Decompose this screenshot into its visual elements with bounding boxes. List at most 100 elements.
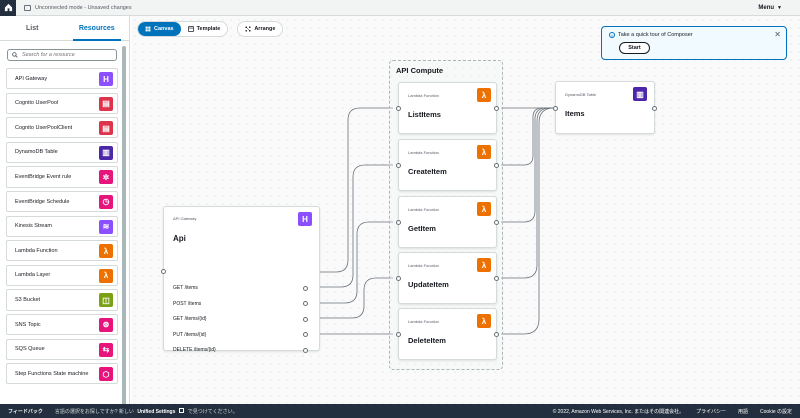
- unified-settings-link[interactable]: Unified Settings: [137, 408, 176, 415]
- lambda-card-listitems[interactable]: Lambda Function ListItems λ: [396, 82, 499, 134]
- output-port[interactable]: [494, 276, 499, 281]
- eventbridge-rule-icon: ✲: [99, 170, 113, 185]
- home-button[interactable]: [0, 0, 16, 16]
- api-gateway-card[interactable]: API Gateway Api H GET /items POST /items…: [161, 206, 320, 353]
- resource-item[interactable]: S3 Bucket◫: [6, 289, 118, 311]
- input-port[interactable]: [396, 276, 401, 281]
- resource-item[interactable]: SQS Queue⇆: [6, 338, 118, 360]
- cognito-userpoolclient-icon: ▤: [99, 121, 113, 136]
- resource-label: SNS Topic: [15, 321, 41, 328]
- route-port[interactable]: [303, 332, 308, 337]
- card-type-label: Lambda Function: [408, 93, 439, 98]
- lambda-icon: λ: [477, 314, 491, 328]
- tab-list[interactable]: List: [26, 24, 39, 32]
- resource-item[interactable]: Step Functions State machine⬡: [6, 363, 118, 385]
- language-note: 言語の選択をお探しですか? 新しい Unified Settings で見つけて…: [54, 407, 238, 415]
- caret-down-icon: ▼: [777, 5, 782, 11]
- resource-item[interactable]: Cognito UserPool▤: [6, 92, 118, 114]
- output-port[interactable]: [652, 106, 657, 111]
- input-port[interactable]: [396, 106, 401, 111]
- route-label: GET /items/{id}: [173, 316, 207, 322]
- input-port[interactable]: [396, 163, 401, 168]
- resource-label: Lambda Function: [15, 247, 58, 254]
- card-name: Api: [173, 234, 186, 243]
- input-port[interactable]: [396, 332, 401, 337]
- route-label: PUT /items/{id}: [173, 332, 207, 338]
- lambda-card-getitem[interactable]: Lambda Function GetItem λ: [396, 196, 499, 248]
- cookie-settings-link[interactable]: Cookie の設定: [760, 408, 792, 415]
- menu-button[interactable]: Menu ▼: [758, 0, 782, 16]
- resource-item[interactable]: Lambda Function λ: [6, 240, 118, 262]
- output-port[interactable]: [494, 106, 499, 111]
- lambda-icon: λ: [477, 202, 491, 216]
- input-port[interactable]: [396, 220, 401, 225]
- route-port[interactable]: [303, 286, 308, 291]
- canvas-view-button[interactable]: Canvas: [138, 22, 181, 36]
- menu-label: Menu: [758, 5, 775, 11]
- resource-label: Cognito UserPoolClient: [15, 124, 73, 131]
- composer-canvas[interactable]: Canvas Template Arrange i Take a quick t…: [131, 16, 800, 404]
- canvas-toolbar: Canvas Template Arrange: [137, 21, 284, 37]
- output-port[interactable]: [494, 163, 499, 168]
- output-port[interactable]: [494, 332, 499, 337]
- lambda-icon: λ: [477, 145, 491, 159]
- dynamodb-table-card[interactable]: DynamoDB Table Items ▥: [553, 81, 657, 134]
- sns-icon: ⊛: [99, 317, 113, 332]
- status-text: Unconnected mode - Unsaved changes: [35, 4, 132, 11]
- resource-item[interactable]: SNS Topic ⊛: [6, 313, 118, 336]
- lambda-icon: λ: [477, 258, 491, 272]
- step-functions-icon: ⬡: [99, 367, 113, 382]
- template-view-button[interactable]: Template: [181, 22, 228, 36]
- panel-tabs: List Resources: [0, 16, 129, 41]
- search-input[interactable]: [21, 52, 116, 58]
- group-title: API Compute: [396, 66, 444, 75]
- card-name: DeleteItem: [408, 336, 446, 345]
- input-port[interactable]: [161, 269, 166, 274]
- arrange-icon: [245, 26, 251, 32]
- terms-link[interactable]: 用語: [738, 408, 749, 415]
- card-name: CreateItem: [408, 167, 447, 176]
- route-port[interactable]: [303, 301, 308, 306]
- kinesis-icon: ≋: [99, 219, 113, 234]
- resource-label: DynamoDB Table: [15, 149, 58, 156]
- route-port[interactable]: [303, 348, 308, 353]
- language-note-text: 言語の選択をお探しですか? 新しい: [54, 408, 134, 415]
- arrange-button[interactable]: Arrange: [238, 22, 282, 36]
- lambda-card-deleteitem[interactable]: Lambda Function DeleteItem λ: [396, 308, 499, 360]
- resource-item[interactable]: Cognito UserPoolClient ▤: [6, 117, 118, 139]
- scrollbar-thumb[interactable]: [122, 46, 126, 406]
- cognito-userpool-icon: ▤: [99, 96, 113, 111]
- card-type-label: DynamoDB Table: [565, 92, 597, 97]
- resource-item[interactable]: DynamoDB Table▥: [6, 141, 118, 164]
- close-icon[interactable]: ✕: [774, 30, 781, 39]
- output-port[interactable]: [494, 220, 499, 225]
- privacy-link[interactable]: プライバシー: [696, 408, 727, 415]
- route-port[interactable]: [303, 317, 308, 322]
- resource-item[interactable]: Kinesis Stream≋: [6, 215, 118, 237]
- route-label: GET /items: [173, 285, 198, 291]
- card-name: ListItems: [408, 110, 441, 119]
- card-type-label: Lambda Function: [408, 319, 439, 324]
- card-name: Items: [565, 109, 585, 118]
- resource-item[interactable]: EventBridge Schedule◷: [6, 190, 118, 213]
- panel-scrollbar[interactable]: [122, 46, 126, 406]
- input-port[interactable]: [553, 106, 558, 111]
- card-type-label: Lambda Function: [408, 150, 439, 155]
- canvas-icon: [145, 26, 151, 32]
- lambda-icon: λ: [99, 244, 113, 259]
- lambda-card-createitem[interactable]: Lambda Function CreateItem λ: [396, 139, 499, 191]
- resource-search[interactable]: [7, 49, 117, 61]
- language-note-end: で見つけてください。: [187, 408, 238, 415]
- lambda-card-updateitem[interactable]: Lambda Function UpdateItem λ: [396, 252, 499, 304]
- feedback-link[interactable]: フィードバック: [8, 408, 43, 415]
- card-type-label: Lambda Function: [408, 207, 439, 212]
- tab-resources[interactable]: Resources: [65, 16, 130, 41]
- start-tour-button[interactable]: Start: [619, 42, 650, 54]
- search-icon: [12, 52, 18, 58]
- resource-item[interactable]: EventBridge Event rule✲: [6, 166, 118, 188]
- tour-notification: i Take a quick tour of Composer Start ✕: [601, 26, 787, 60]
